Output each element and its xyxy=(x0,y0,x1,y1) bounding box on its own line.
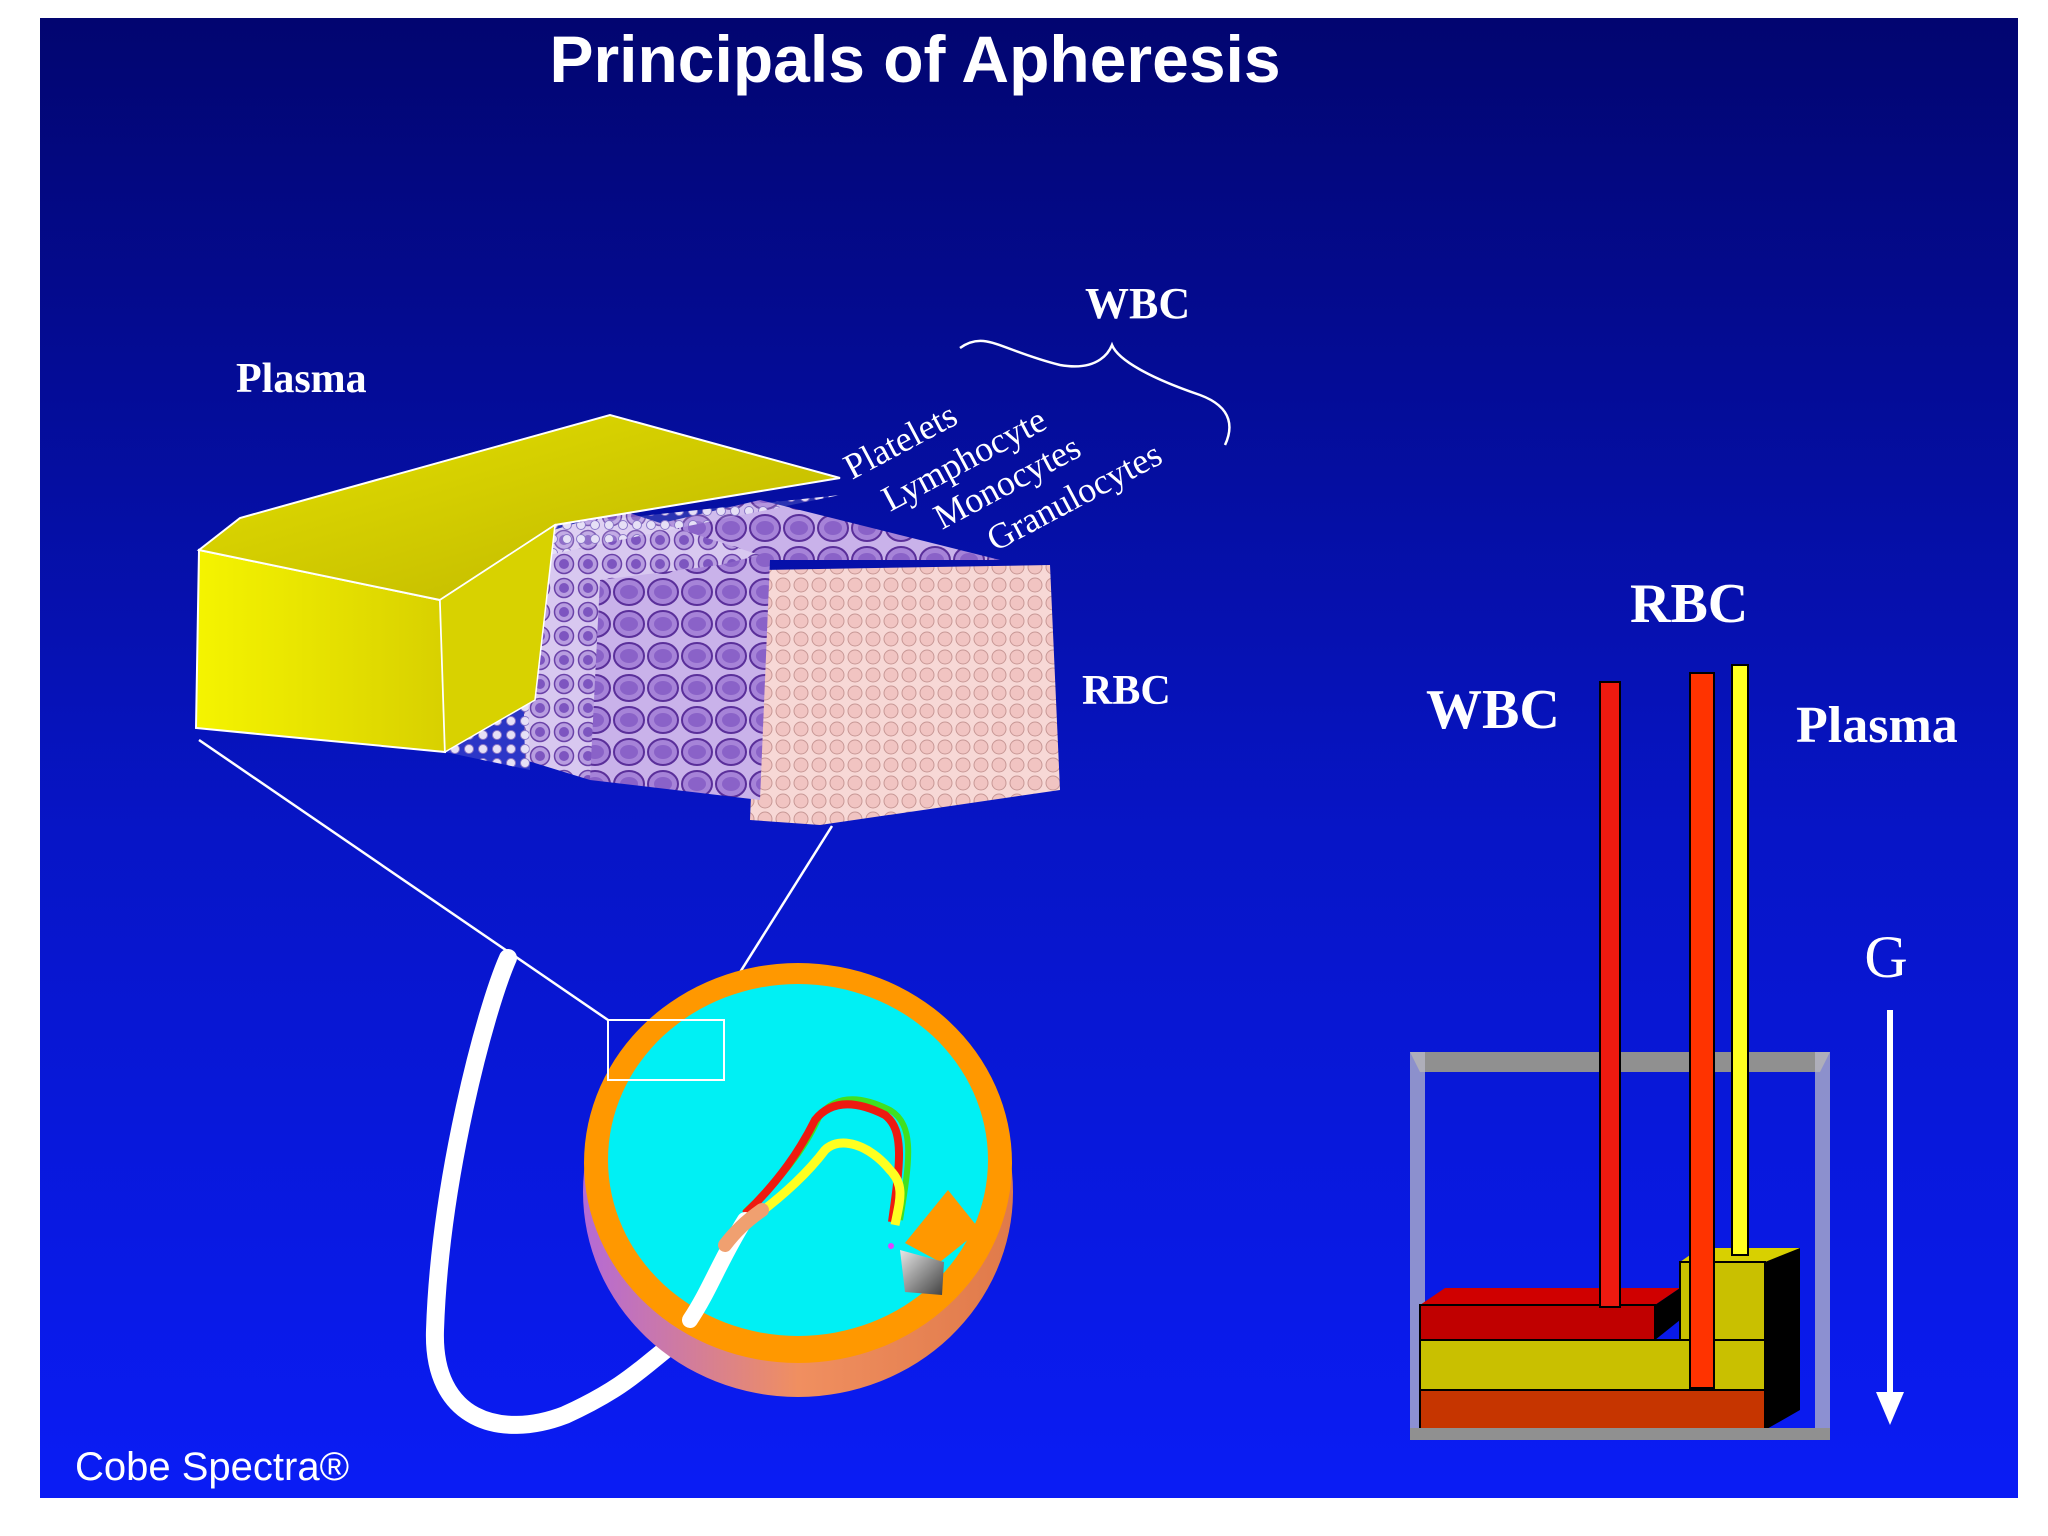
plasma-layer-label: Plasma xyxy=(236,356,367,402)
gravity-arrow-head xyxy=(1876,1392,1904,1425)
wbc-slab-side xyxy=(1655,1288,1680,1340)
plasma-block-side xyxy=(439,523,556,754)
plasma-tube xyxy=(1731,664,1749,1256)
rotor-grey-block xyxy=(900,1250,944,1295)
container-right-wall xyxy=(1815,1052,1830,1432)
zoom-line-left xyxy=(198,738,609,1022)
yellow-channel-tube xyxy=(747,1138,905,1226)
red-channel-tube xyxy=(742,1100,903,1223)
footer-label: Cobe Spectra® xyxy=(75,1445,349,1489)
rbc-tube-label: RBC xyxy=(1630,573,1748,635)
lymphocyte-cell-layer xyxy=(520,510,760,780)
monocyte-cell-layer xyxy=(590,500,1000,800)
centrifuge-rotor xyxy=(425,949,1013,1434)
wbc-slab-top xyxy=(1420,1288,1680,1305)
gravity-label: G xyxy=(1864,924,1907,990)
inlet-tube-joint xyxy=(718,1203,769,1252)
rbc-cell-layer xyxy=(750,565,1060,825)
rbc-layer-label: RBC xyxy=(1082,668,1171,714)
wbc-tube-label: WBC xyxy=(1426,679,1560,741)
cell-layer-diagram: Plasma WBC RBC Platelets Lymphocyte Mono… xyxy=(194,279,1231,1022)
slide-title: Principals of Apheresis xyxy=(549,22,1280,96)
rotor-port-dot xyxy=(888,1243,894,1249)
separator-diagram: WBC RBC Plasma G xyxy=(1410,573,1958,1440)
rotor-orange-block xyxy=(905,1190,980,1262)
rbc-tube xyxy=(1689,672,1715,1389)
container-dark-side xyxy=(1765,1248,1800,1430)
white-tubing xyxy=(425,949,674,1434)
zoom-highlight-box xyxy=(607,1019,725,1081)
wbc-brace xyxy=(959,339,1231,446)
wbc-tube xyxy=(1599,681,1621,1308)
wbc-layer-label: WBC xyxy=(1085,279,1190,328)
rbc-layer xyxy=(1419,1389,1766,1431)
container-base xyxy=(1410,1428,1830,1440)
wbc-slab-front xyxy=(1419,1304,1656,1341)
plasma-tube-label: Plasma xyxy=(1796,697,1958,754)
